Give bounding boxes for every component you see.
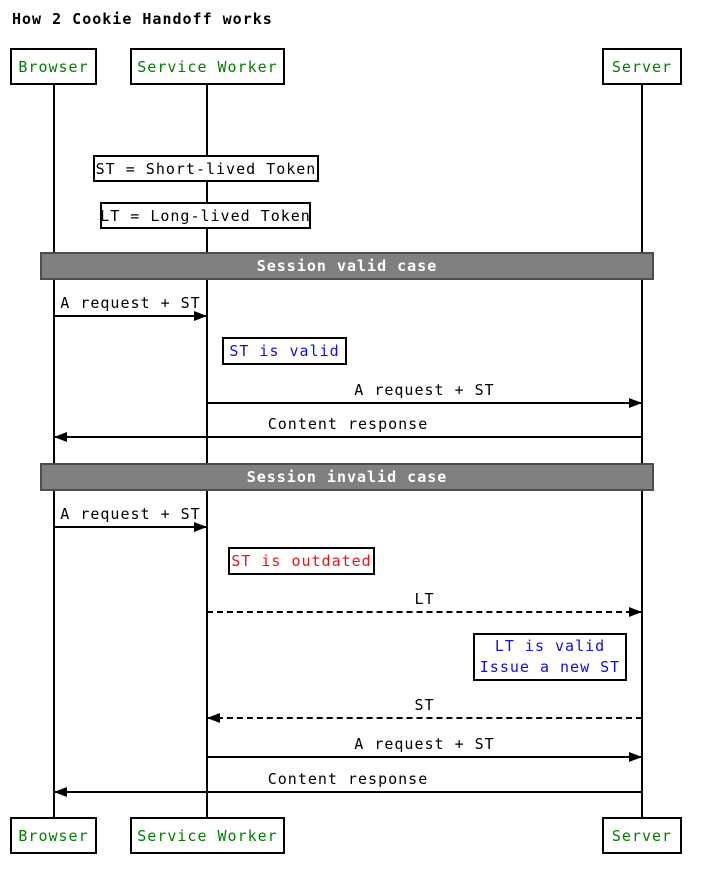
message-content-response-1: Content response [54,415,642,442]
message-label: A request + ST [60,294,201,312]
message-content-response-2: Content response [54,770,642,797]
message-label: A request + ST [60,505,201,523]
note-lt-is-valid-line2: Issue a new ST [479,658,621,676]
message-label: Content response [267,415,429,433]
section-band-session-invalid-label: Session invalid case [246,468,448,486]
server-lifeline [641,84,643,818]
message-line [54,436,642,438]
section-band-session-valid: Session valid case [40,252,654,280]
message-st-server-to-sw: ST [207,696,642,723]
note-st-is-valid: ST is valid [222,337,347,365]
arrowhead-left-icon [54,787,67,797]
arrowhead-right-icon [629,752,642,762]
actor-server-top: Server [602,48,682,85]
legend-note-long-lived-token-label: LT = Long-lived Token [100,206,311,225]
message-line [54,791,642,793]
note-st-is-outdated: ST is outdated [228,547,375,575]
message-request-st-sw-to-server-2: A request + ST [207,735,642,762]
note-st-is-outdated-label: ST is outdated [231,552,372,570]
legend-note-short-lived-token-label: ST = Short-lived Token [95,159,317,178]
section-band-session-valid-label: Session valid case [256,257,438,275]
actor-browser-label: Browser [18,826,89,845]
actor-browser-top: Browser [10,48,97,85]
actor-browser-label: Browser [18,57,89,76]
browser-lifeline [53,84,55,818]
arrowhead-right-icon [629,398,642,408]
service-worker-lifeline [206,84,208,818]
note-st-is-valid-label: ST is valid [229,342,340,360]
diagram-title: How 2 Cookie Handoff works [12,10,273,28]
arrowhead-left-icon [54,432,67,442]
message-line [207,402,642,404]
message-label: A request + ST [354,381,495,399]
message-lt-sw-to-server: LT [207,590,642,617]
actor-service-worker-top: Service Worker [130,48,285,85]
message-line [207,756,642,758]
message-request-st-sw-to-server-1: A request + ST [207,381,642,408]
arrowhead-right-icon [194,311,207,321]
message-line [207,717,642,719]
arrowhead-right-icon [194,522,207,532]
actor-service-worker-label: Service Worker [137,826,278,845]
message-request-st-browser-to-sw-2: A request + ST [54,505,207,532]
message-label: ST [414,696,435,714]
message-label: LT [414,590,435,608]
message-line [207,611,642,613]
legend-note-long-lived-token: LT = Long-lived Token [100,202,311,229]
note-lt-is-valid: LT is valid Issue a new ST [473,633,627,681]
message-request-st-browser-to-sw-1: A request + ST [54,294,207,321]
message-line [54,526,207,528]
actor-service-worker-label: Service Worker [137,57,278,76]
legend-note-short-lived-token: ST = Short-lived Token [93,155,319,182]
message-label: A request + ST [354,735,495,753]
actor-server-label: Server [611,826,673,845]
actor-browser-bottom: Browser [10,817,97,854]
section-band-session-invalid: Session invalid case [40,463,654,491]
actor-server-label: Server [611,57,673,76]
message-line [54,315,207,317]
arrowhead-right-icon [629,607,642,617]
actor-service-worker-bottom: Service Worker [130,817,285,854]
arrowhead-left-icon [207,713,220,723]
actor-server-bottom: Server [602,817,682,854]
note-lt-is-valid-line1: LT is valid [494,637,606,655]
message-label: Content response [267,770,429,788]
